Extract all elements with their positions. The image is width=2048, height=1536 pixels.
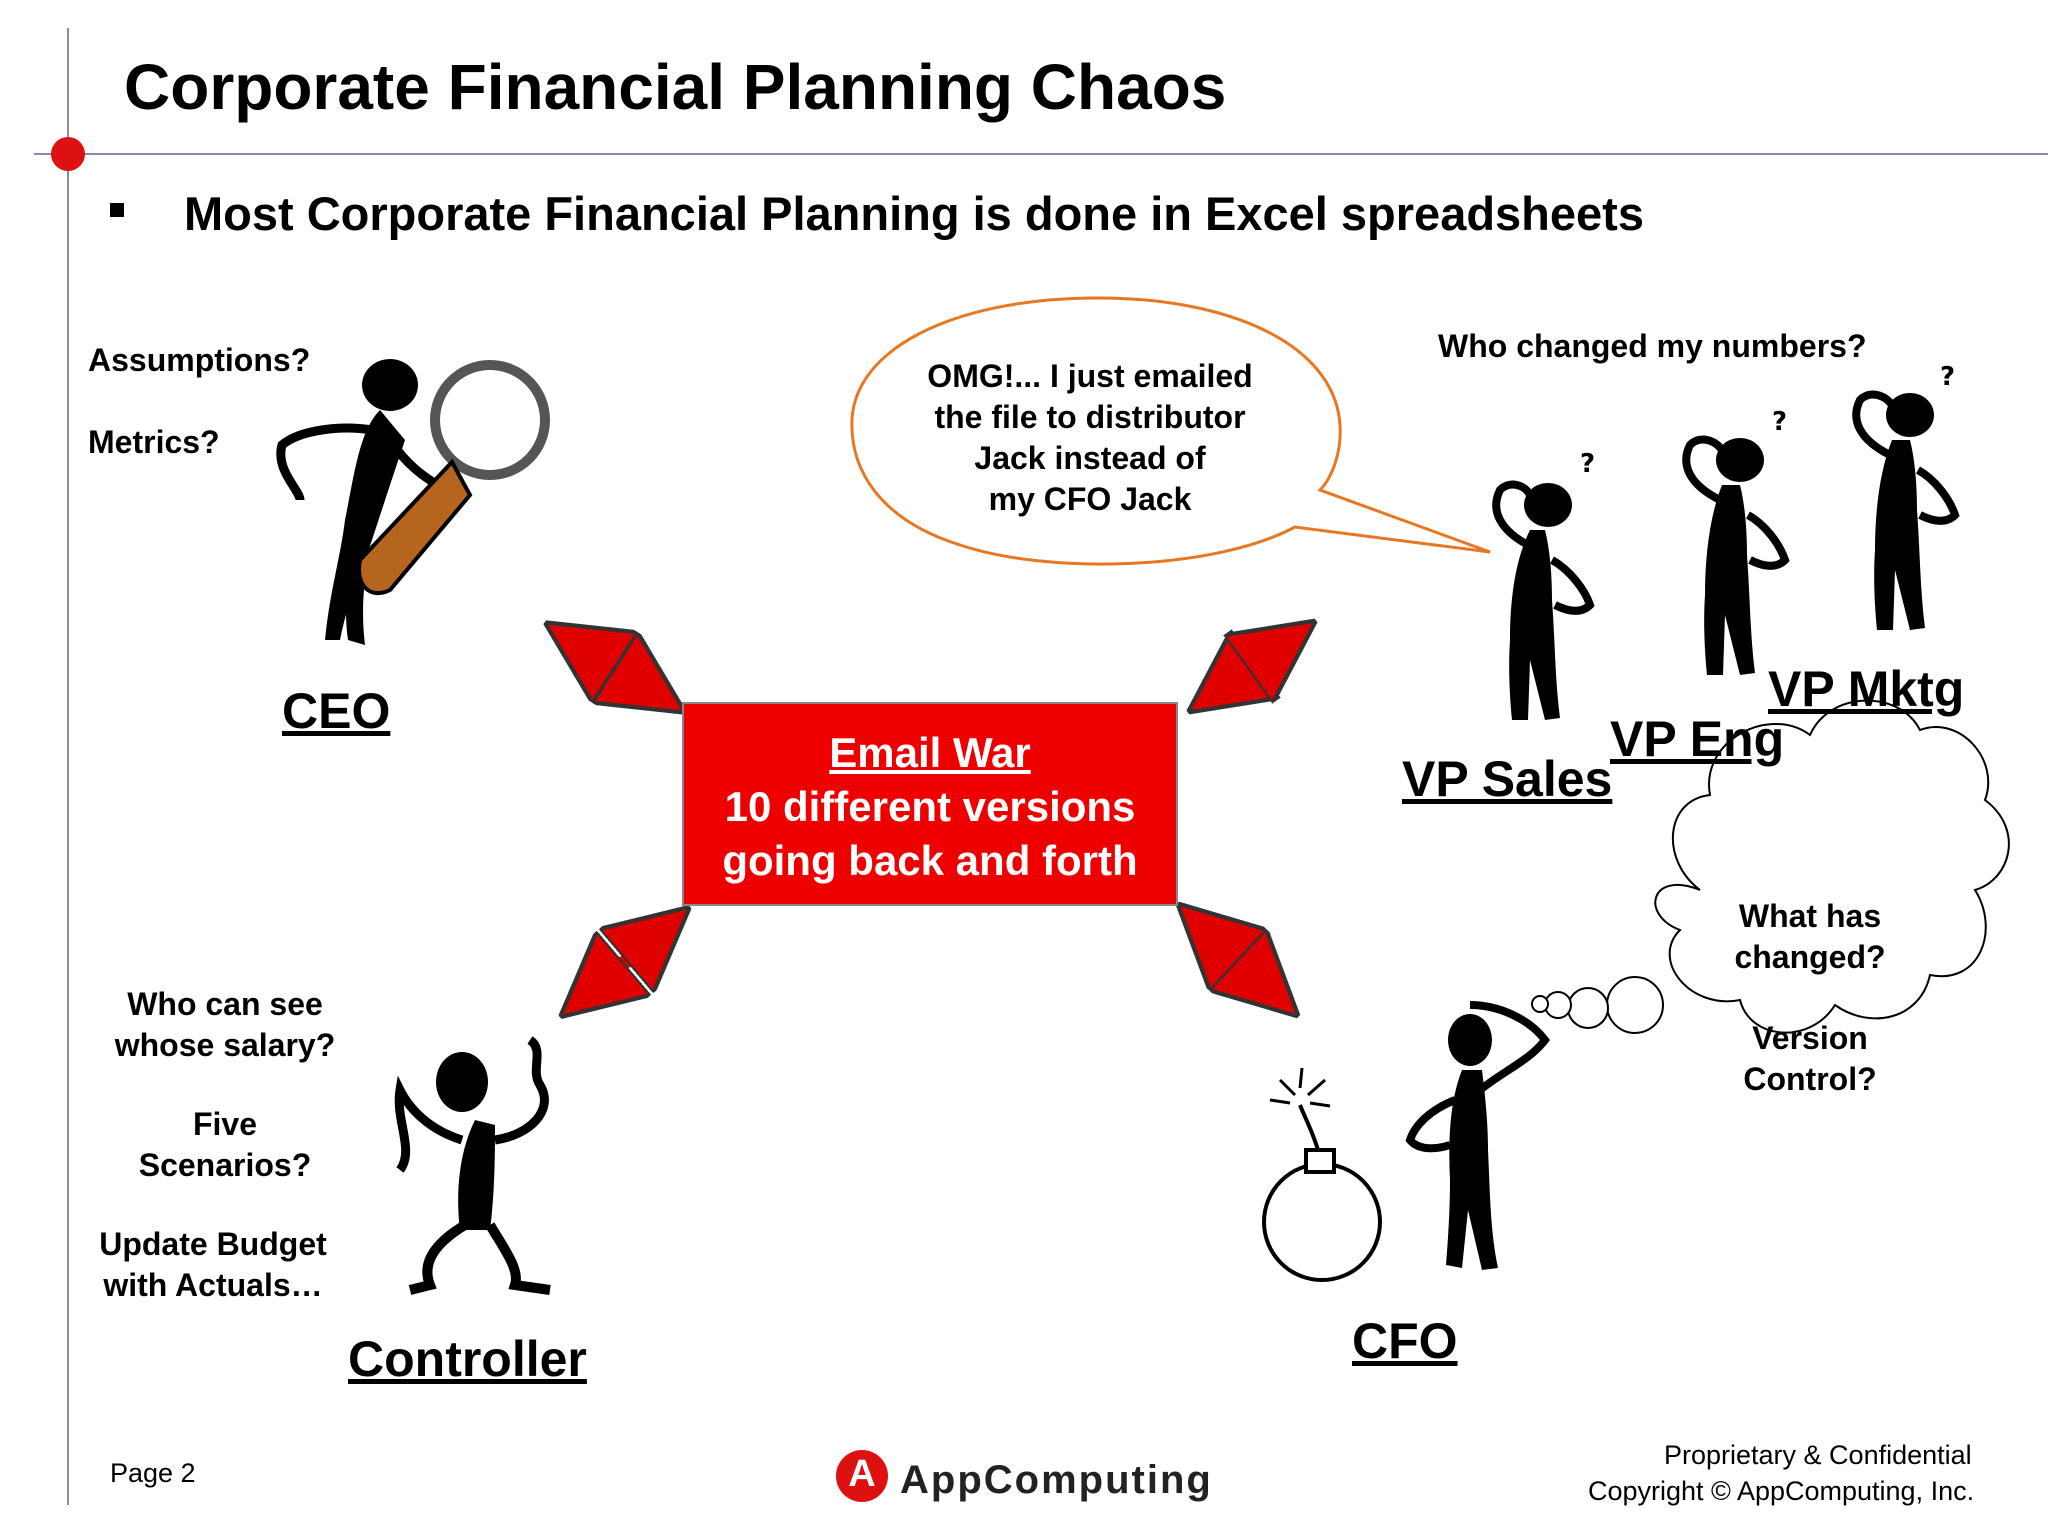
controller-text: Five [192, 1106, 258, 1142]
copyright-text: Copyright © AppComputing, Inc. [1588, 1476, 1975, 1506]
role-vp-mktg: VP Mktg [1768, 661, 1965, 717]
cfo-thought-changed: What has changed? [1700, 896, 1920, 978]
vp-mktg-figure: ? [1852, 362, 1960, 630]
role-cfo: CFO [1352, 1313, 1458, 1369]
controller-question-budget: Update Budget with Actuals… [78, 1224, 348, 1306]
svg-text:?: ? [1772, 407, 1787, 437]
cfo-thought-text: Control? [1743, 1061, 1877, 1097]
email-war-line: 10 different versions [724, 783, 1136, 830]
arrow-controller [592, 934, 658, 990]
controller-question-scenarios: Five Scenarios? [90, 1104, 360, 1186]
page-title: Corporate Financial Planning Chaos [124, 51, 1227, 123]
controller-text: Who can see [127, 986, 323, 1022]
ceo-question-assumptions: Assumptions? [88, 342, 311, 378]
ceo-question-metrics: Metrics? [88, 424, 220, 460]
rule-dot [51, 137, 85, 171]
vp-eng-figure: ? [1682, 407, 1790, 675]
arrow-ceo [580, 645, 650, 690]
logo-letter: A [848, 1453, 876, 1495]
bomb-icon [1262, 1067, 1382, 1282]
proprietary-text: Proprietary & Confidential [1664, 1440, 1972, 1470]
controller-question-salary: Who can see whose salary? [90, 984, 360, 1066]
svg-text:?: ? [1940, 362, 1955, 392]
controller-text: whose salary? [114, 1027, 336, 1063]
role-controller: Controller [348, 1331, 587, 1387]
arrow-cfo [1208, 932, 1268, 988]
logo-circle [836, 1450, 888, 1502]
speech-line: my CFO Jack [988, 481, 1192, 517]
cfo-thought-text: What has [1738, 898, 1882, 934]
cfo-thought-text: Version [1752, 1020, 1868, 1056]
controller-figure [394, 1036, 551, 1295]
speech-bubble [850, 296, 1491, 566]
email-war-line: going back and forth [722, 837, 1138, 884]
controller-text: Update Budget [99, 1226, 327, 1262]
bullet-text: Most Corporate Financial Planning is don… [184, 187, 1644, 240]
speech-line: Jack instead of [974, 440, 1206, 476]
email-war-box: Email War 10 different versions going ba… [682, 702, 1178, 906]
svg-text:?: ? [1580, 449, 1595, 479]
cfo-thought-version: Version Control? [1700, 1018, 1920, 1100]
role-vp-sales: VP Sales [1402, 751, 1613, 807]
thought-cloud [1531, 699, 2010, 1034]
role-ceo: CEO [282, 683, 391, 739]
email-war-title: Email War [829, 729, 1031, 776]
bullet-marker [110, 203, 124, 217]
vp-question: Who changed my numbers? [1438, 328, 1867, 364]
page-number: Page 2 [110, 1458, 196, 1488]
controller-text: with Actuals… [103, 1267, 323, 1303]
cfo-thought-text: changed? [1734, 939, 1886, 975]
cfo-figure [1405, 1001, 1551, 1270]
speech-line: the file to distributor [934, 399, 1246, 435]
ceo-figure [276, 359, 550, 645]
vp-sales-figure: ? [1492, 449, 1595, 720]
role-vp-eng: VP Eng [1610, 711, 1785, 767]
speech-text: OMG!... I just emailed the file to distr… [880, 356, 1300, 520]
controller-text: Scenarios? [138, 1147, 312, 1183]
logo-text: AppComputing [900, 1458, 1213, 1502]
arrow-vps [1222, 645, 1282, 688]
speech-line: OMG!... I just emailed [927, 358, 1253, 394]
